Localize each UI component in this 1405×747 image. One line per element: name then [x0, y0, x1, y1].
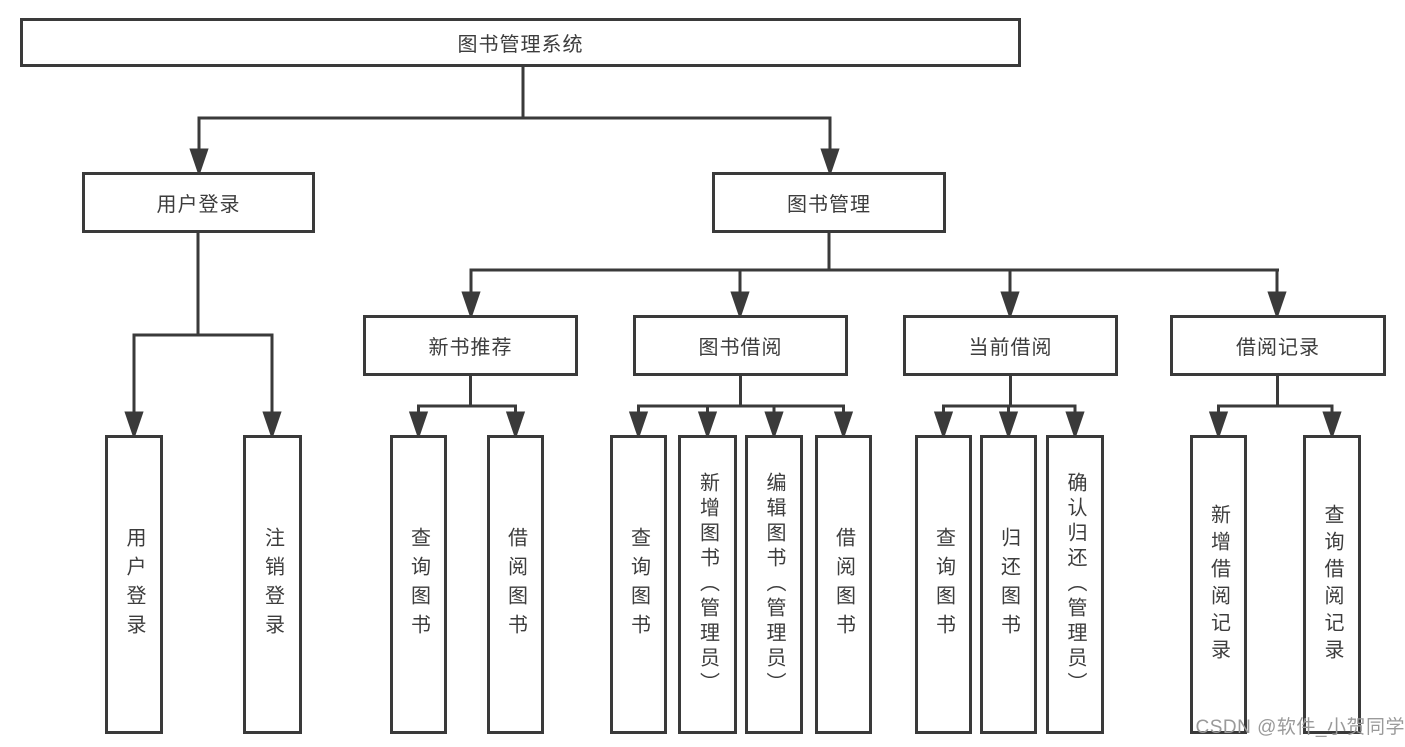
node-user-login: 用户登录	[82, 172, 315, 233]
node-leaf-bb-edit-books-admin: 编辑图书（管理员）	[745, 435, 803, 734]
node-borrow-records: 借阅记录	[1170, 315, 1386, 376]
node-new-book-recommend: 新书推荐	[363, 315, 578, 376]
node-leaf-cb-confirm-return-admin: 确认归还（管理员）	[1046, 435, 1104, 734]
node-root-system: 图书管理系统	[20, 18, 1021, 67]
node-book-borrow: 图书借阅	[633, 315, 848, 376]
node-leaf-nb-query-books: 查询图书	[390, 435, 447, 734]
node-leaf-user-login: 用户登录	[105, 435, 163, 734]
node-book-management: 图书管理	[712, 172, 946, 233]
node-current-borrow: 当前借阅	[903, 315, 1118, 376]
node-leaf-cb-return-books: 归还图书	[980, 435, 1037, 734]
node-leaf-br-query-record: 查询借阅记录	[1303, 435, 1361, 734]
node-leaf-logout: 注销登录	[243, 435, 302, 734]
node-leaf-bb-query-books: 查询图书	[610, 435, 667, 734]
node-leaf-cb-query-books: 查询图书	[915, 435, 972, 734]
node-leaf-br-add-record: 新增借阅记录	[1190, 435, 1247, 734]
node-leaf-bb-borrow-books: 借阅图书	[815, 435, 872, 734]
node-leaf-nb-borrow-books: 借阅图书	[487, 435, 544, 734]
node-leaf-bb-add-books-admin: 新增图书（管理员）	[678, 435, 737, 734]
csdn-watermark: CSDN @软件_小贺同学	[1195, 717, 1405, 738]
